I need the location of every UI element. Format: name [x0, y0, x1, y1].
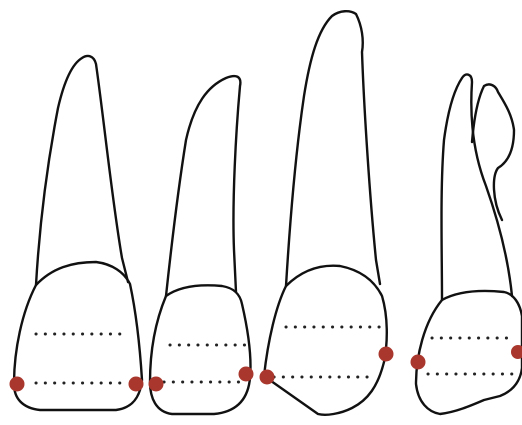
tooth-2-contact-left [149, 377, 164, 392]
tooth-4-contact-right [511, 345, 522, 359]
tooth-4-contact-left [411, 355, 426, 370]
tooth-4-root-lingual [472, 84, 514, 220]
tooth-2-root [166, 76, 240, 296]
tooth-4-crown [416, 291, 522, 414]
tooth-3-crown [264, 266, 387, 415]
tooth-3-contact-left [260, 370, 275, 385]
tooth-1-contact-right [129, 377, 144, 392]
tooth-2-crown [150, 285, 251, 414]
tooth-2-contact-right [239, 367, 254, 382]
tooth-3 [260, 11, 394, 415]
tooth-1-root [36, 56, 128, 285]
tooth-2 [149, 76, 254, 414]
tooth-4 [411, 75, 522, 414]
tooth-1 [10, 56, 144, 410]
tooth-3-contact-right [379, 347, 394, 362]
tooth-1-crown [14, 262, 142, 410]
tooth-3-root [286, 11, 380, 286]
tooth-1-contact-left [10, 377, 25, 392]
